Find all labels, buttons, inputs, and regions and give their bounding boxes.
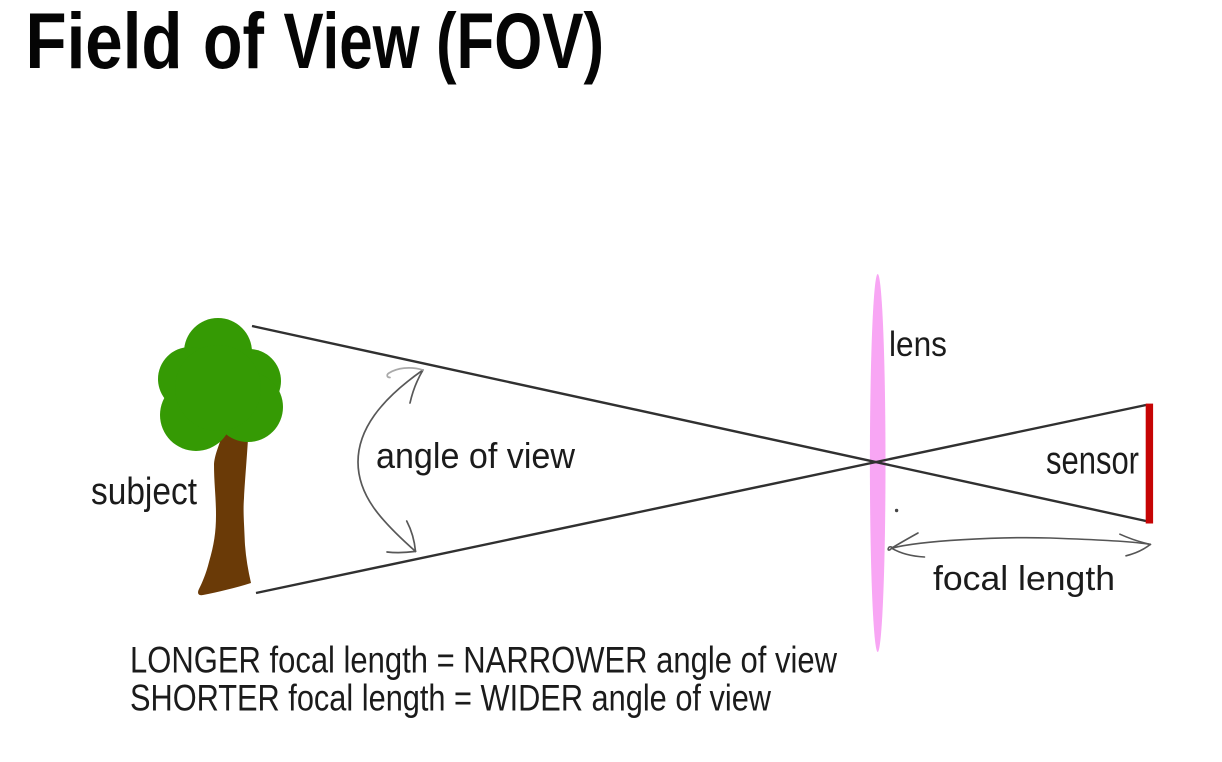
svg-text:of: of: [203, 0, 265, 85]
svg-text:LONGER focal length = NARROWER: LONGER focal length = NARROWER angle of …: [130, 639, 837, 680]
svg-text:focal length: focal length: [933, 560, 1115, 598]
svg-text:Field: Field: [26, 0, 183, 85]
svg-text:SHORTER focal length = WIDER a: SHORTER focal length = WIDER angle of vi…: [130, 678, 771, 719]
svg-text:angle of view: angle of view: [376, 435, 576, 476]
svg-text:View: View: [284, 0, 420, 85]
svg-text:(FOV): (FOV): [436, 0, 604, 85]
svg-text:sensor: sensor: [1046, 440, 1139, 483]
svg-text:subject: subject: [91, 471, 197, 513]
svg-text:lens: lens: [889, 325, 947, 364]
